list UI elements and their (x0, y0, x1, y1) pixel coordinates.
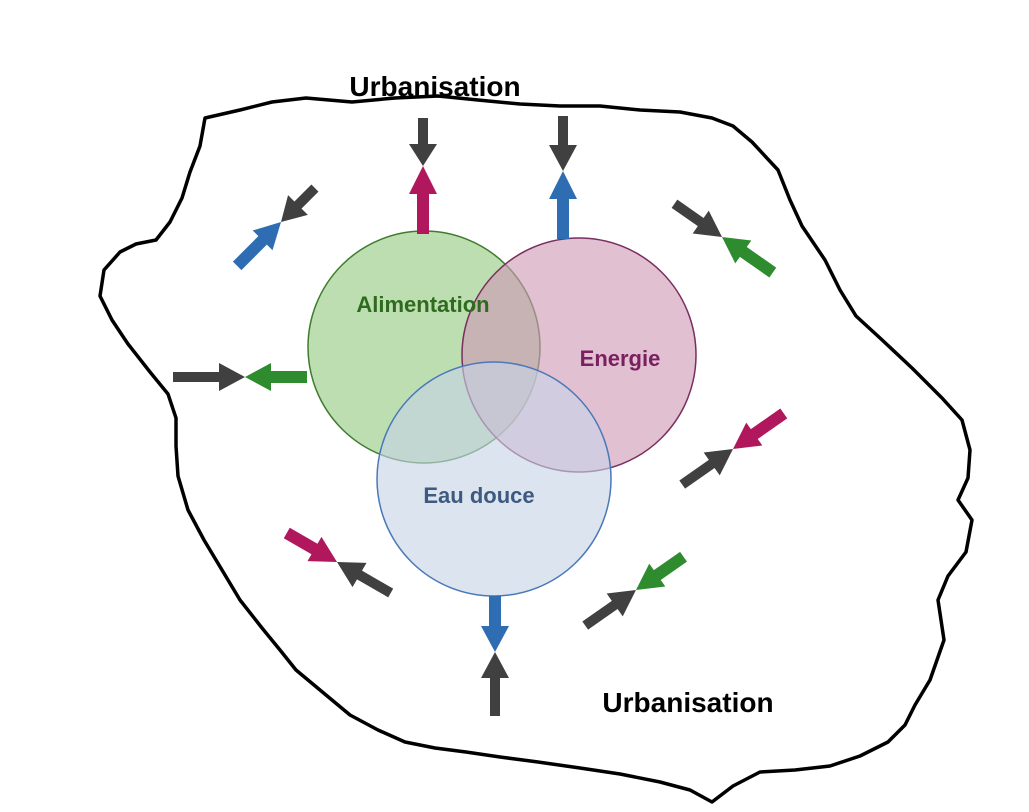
arrow-pair-lower-left-magenta (283, 527, 394, 598)
urbanisation-arrow-icon (281, 184, 319, 222)
urbanisation-arrow-icon (671, 199, 722, 237)
arrow-pair-right-magenta (679, 408, 788, 489)
alimentation-outward-arrow-icon (636, 551, 687, 590)
arrow-pair-bottom-blue (481, 596, 509, 716)
eau-douce-label: Eau douce (423, 483, 534, 508)
alimentation-outward-arrow-icon (722, 237, 777, 278)
urbanisation-arrow-icon (481, 652, 509, 716)
eau-outward-arrow-icon (481, 596, 509, 652)
arrow-pair-top-blue (549, 116, 577, 239)
arrow-pair-left-green (173, 363, 307, 391)
alimentation-outward-arrow-icon (245, 363, 307, 391)
urbanisation-arrow-icon (679, 449, 733, 489)
urbanisation-arrow-icon (582, 590, 636, 630)
eau-douce-circle (376, 361, 612, 597)
arrow-pair-upper-left-blue (232, 184, 319, 271)
energie-label: Energie (580, 346, 661, 371)
eau-outward-arrow-icon (232, 222, 281, 271)
alimentation-outward-arrow-icon (409, 166, 437, 234)
urbanisation-top-label: Urbanisation (349, 71, 520, 102)
urbanisation-bottom-label: Urbanisation (602, 687, 773, 718)
arrow-pair-lower-right-green (582, 551, 687, 630)
arrow-pair-top-magenta (409, 118, 437, 234)
urbanisation-arrow-icon (337, 562, 394, 598)
urbanisation-arrow-icon (549, 116, 577, 171)
alimentation-label: Alimentation (356, 292, 489, 317)
arrow-pair-upper-right-green (671, 199, 777, 278)
urbanisation-arrow-icon (173, 363, 245, 391)
urbanisation-arrow-icon (409, 118, 437, 166)
energie-outward-arrow-icon (733, 408, 788, 449)
energie-outward-arrow-icon (283, 527, 337, 562)
energie-outward-arrow-icon (549, 171, 577, 239)
